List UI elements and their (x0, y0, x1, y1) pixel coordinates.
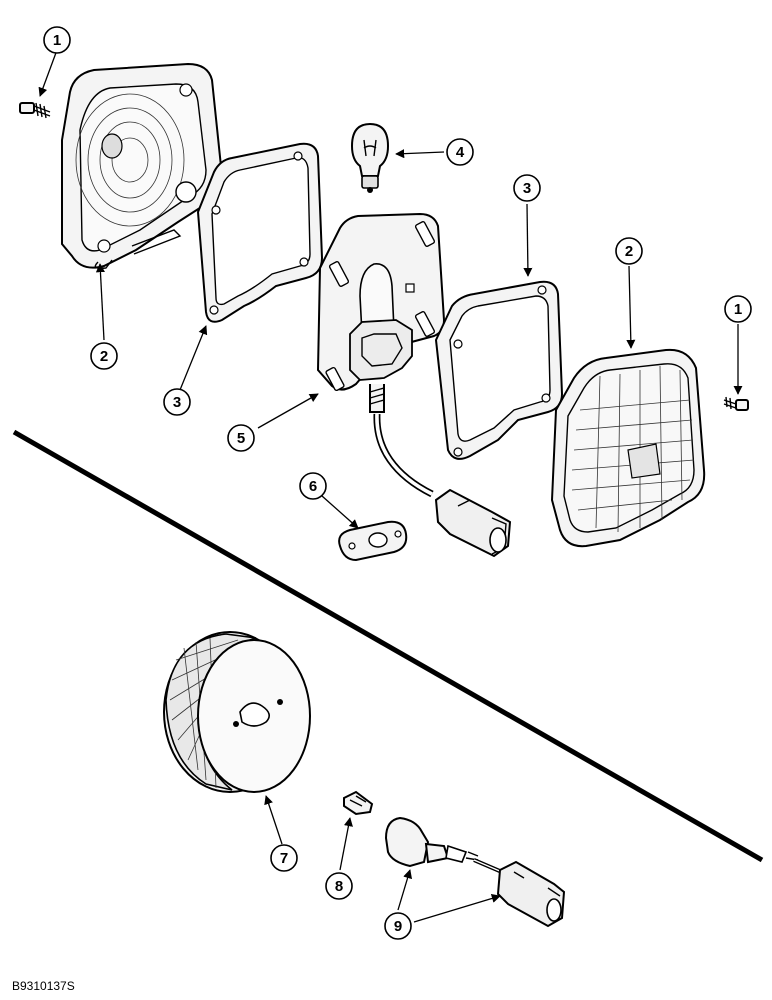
bulb-part-4 (350, 122, 390, 193)
callout-label: 3 (173, 394, 181, 411)
callout-1-left: 1 (43, 26, 71, 54)
callout-3-left: 3 (163, 388, 191, 416)
callout-label: 5 (237, 430, 245, 447)
callout-8: 8 (325, 872, 353, 900)
callout-7: 7 (270, 844, 298, 872)
callout-label: 6 (309, 478, 317, 495)
leader-3-right (523, 203, 533, 277)
gasket-part-3-right (434, 280, 564, 460)
callout-label: 2 (100, 348, 108, 365)
callout-label: 2 (625, 243, 633, 260)
leader-7 (264, 795, 283, 845)
callout-9: 9 (384, 912, 412, 940)
leader-9a (397, 869, 413, 911)
socket-part-9 (384, 816, 566, 928)
leader-2-left (95, 263, 105, 341)
screw-part-1-left (19, 102, 51, 119)
small-bulb-part-8 (343, 790, 374, 816)
callout-2-right: 2 (615, 237, 643, 265)
figure-code: B9310137S (12, 979, 75, 993)
callout-6: 6 (299, 472, 327, 500)
callout-label: 7 (280, 850, 288, 867)
leader-2-right (626, 265, 636, 349)
leader-1-left (38, 49, 58, 97)
callout-4: 4 (446, 138, 474, 166)
leader-6 (321, 495, 359, 529)
gasket-part-3-left (196, 142, 324, 323)
screw-part-1-right (723, 396, 749, 411)
leader-8 (339, 817, 353, 871)
callout-3-right: 3 (513, 174, 541, 202)
leader-9b (413, 894, 501, 923)
callout-label: 1 (734, 301, 742, 318)
round-lamp-part-7 (163, 631, 311, 793)
callout-1-right: 1 (724, 295, 752, 323)
callout-label: 1 (53, 32, 61, 49)
section-divider-line (12, 429, 764, 863)
lamp-lens-part-2-front (550, 348, 706, 548)
callout-label: 4 (456, 144, 465, 161)
gasket-part-6 (338, 520, 408, 562)
leader-4 (395, 149, 445, 159)
callout-5: 5 (227, 424, 255, 452)
leader-5 (257, 393, 319, 429)
callout-label: 3 (523, 180, 531, 197)
callout-label: 8 (335, 878, 343, 895)
lamp-housing-part-2-rear (61, 62, 224, 270)
leader-3-left (179, 325, 208, 391)
callout-2-left: 2 (90, 342, 118, 370)
callout-label: 9 (394, 918, 402, 935)
socket-plate-part-5 (316, 212, 512, 558)
